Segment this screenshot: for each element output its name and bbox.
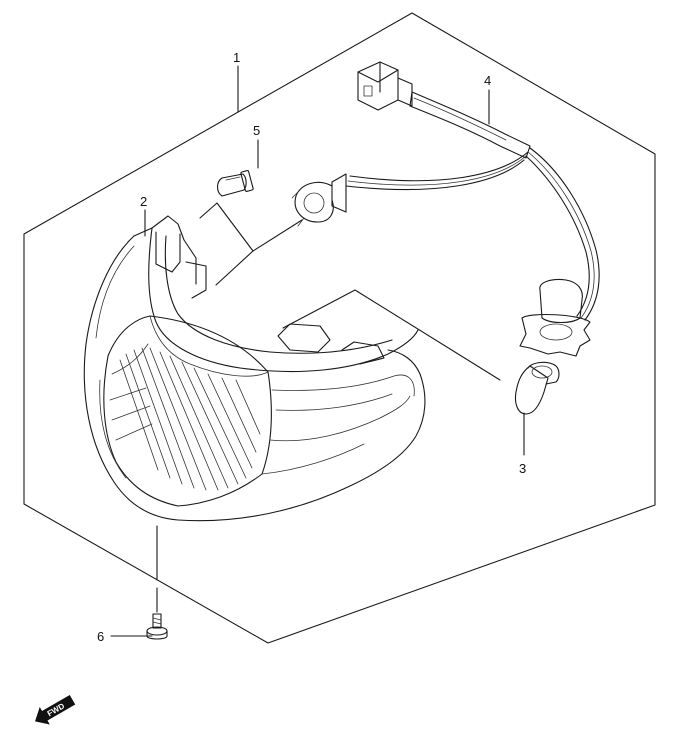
callout-4: 4 [484,73,491,88]
leader-upper-to-housing [215,250,254,286]
wiring-harness-part-4 [291,61,600,357]
bulb-part-5 [216,170,254,197]
lamp-housing-part-2 [83,215,426,522]
callout-2: 2 [140,194,147,209]
leader-bracket-lower [282,289,501,381]
forward-arrow-icon [35,694,76,725]
leader-bracket-upper [199,202,303,252]
fwd-direction-badge: FWD [35,694,76,725]
bulb-part-3 [514,361,560,415]
callout-3: 3 [519,461,526,476]
callout-5: 5 [253,123,260,138]
assembly-outline [23,12,656,644]
callout-6: 6 [97,629,104,644]
lens-ribs [109,343,261,491]
callout-1: 1 [233,50,240,65]
screw-part-6 [146,613,168,640]
